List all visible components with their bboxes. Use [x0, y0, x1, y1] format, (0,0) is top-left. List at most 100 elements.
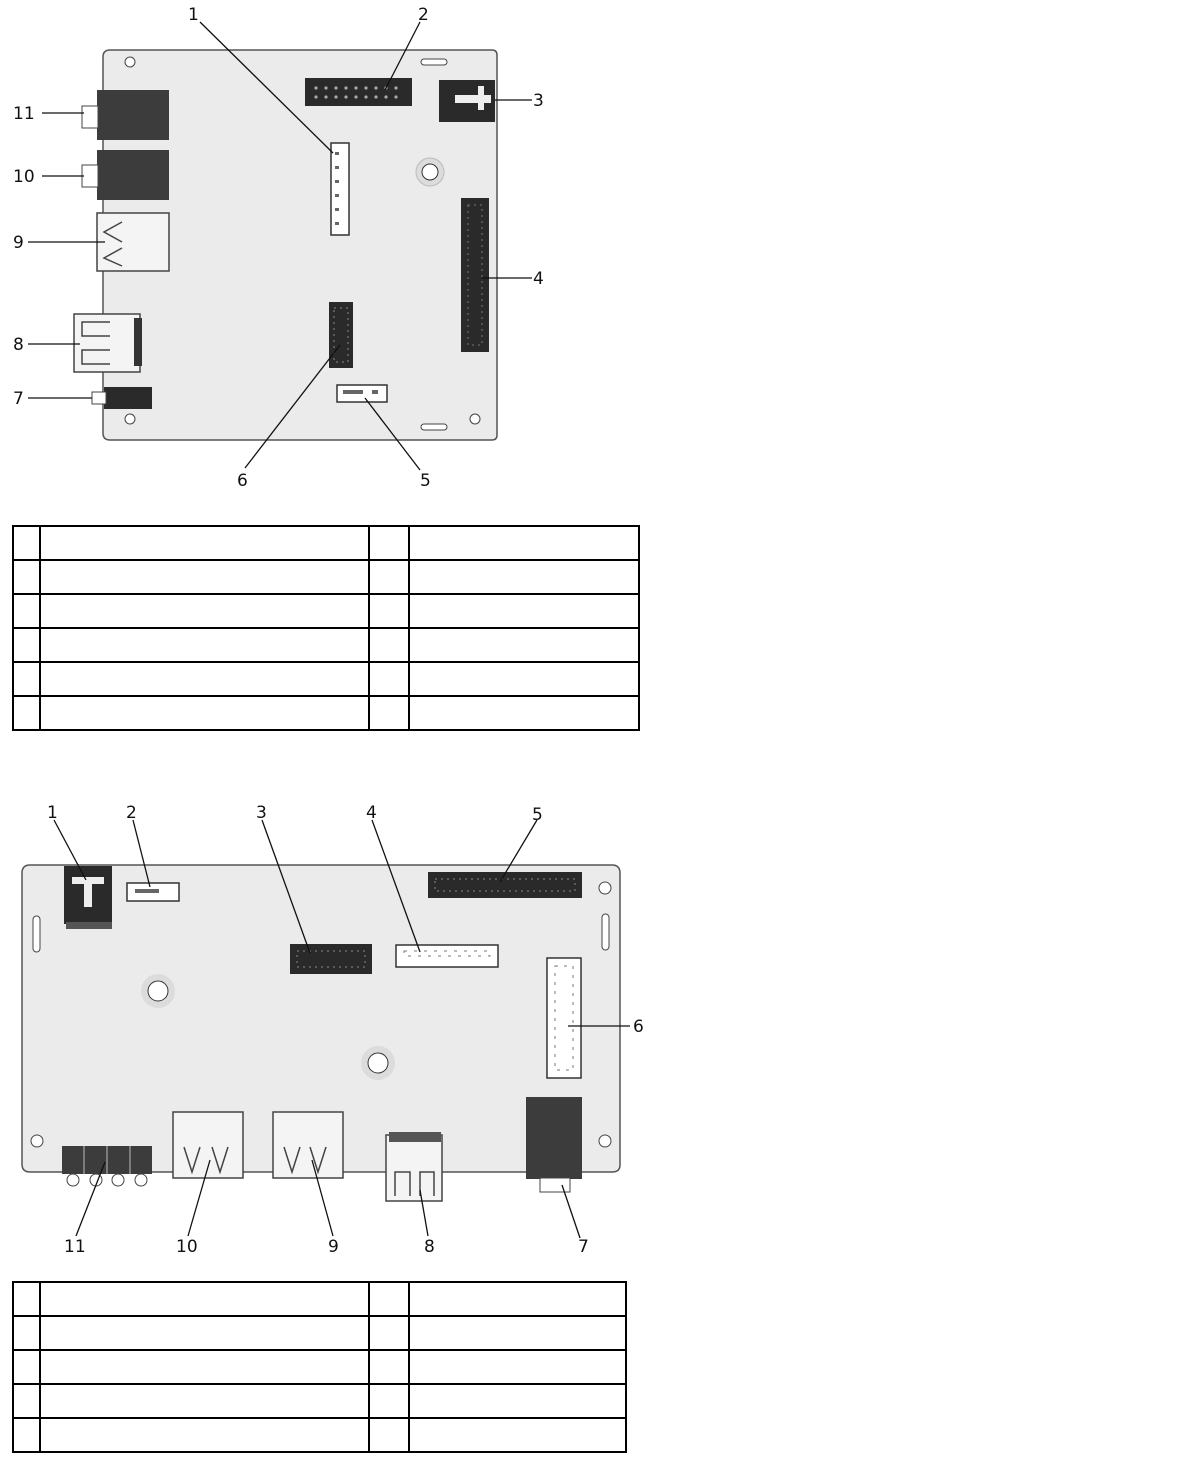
callout-labels: 1 2 3 4 5 6 7 8 9 10 11 [13, 5, 544, 491]
table-row [12, 1383, 627, 1419]
table-row [12, 1315, 627, 1351]
mounting-hole [469, 413, 481, 425]
table-cell [12, 593, 41, 629]
mounting-hole [30, 1134, 44, 1148]
table-cell [39, 1281, 370, 1317]
callout-1: 1 [47, 803, 58, 823]
table-cell [368, 525, 410, 561]
mounting-hole [124, 56, 136, 68]
slot [601, 913, 610, 951]
table-cell [368, 1349, 410, 1385]
table-cell [39, 525, 370, 561]
callout-2: 2 [418, 5, 429, 25]
callout-labels: 1 2 3 4 5 6 7 8 9 10 11 [47, 803, 644, 1257]
table-row [12, 695, 640, 731]
table-cell [368, 559, 410, 595]
table-cell [408, 1315, 627, 1351]
table-cell [368, 593, 410, 629]
slot [420, 423, 448, 431]
table-cell [368, 627, 410, 663]
audio-jack [526, 1097, 582, 1193]
table-cell [39, 1383, 370, 1419]
table-cell [408, 525, 640, 561]
callout-3: 3 [256, 803, 267, 823]
callout-10: 10 [13, 167, 35, 187]
table-cell [39, 1417, 370, 1453]
standoff-hole [367, 1052, 389, 1074]
callout-8: 8 [13, 335, 24, 355]
table-cell [12, 695, 41, 731]
white-connector-small [336, 384, 388, 403]
table-row [12, 1281, 627, 1317]
audio-jack-10 [81, 150, 169, 200]
table-cell [408, 1417, 627, 1453]
callout-11: 11 [64, 1237, 86, 1257]
callout-9: 9 [328, 1237, 339, 1257]
callout-11: 11 [13, 104, 35, 124]
mounting-hole [124, 413, 136, 425]
white-header-vertical [546, 957, 582, 1079]
table-cell [39, 593, 370, 629]
legend-table-2 [12, 1281, 627, 1453]
callout-2: 2 [126, 803, 137, 823]
table-cell [12, 627, 41, 663]
table-row [12, 593, 640, 629]
callout-10: 10 [176, 1237, 198, 1257]
table-cell [12, 1315, 41, 1351]
mounting-hole [598, 1134, 612, 1148]
callout-5: 5 [420, 471, 431, 491]
callout-6: 6 [237, 471, 248, 491]
table-row [12, 627, 640, 663]
table-cell [408, 695, 640, 731]
table-cell [368, 1281, 410, 1317]
circuit-board [102, 49, 498, 441]
table-cell [12, 1281, 41, 1317]
callout-9: 9 [13, 233, 24, 253]
table-row [12, 525, 640, 561]
table-cell [408, 1281, 627, 1317]
table-row [12, 559, 640, 595]
table-cell [368, 1383, 410, 1419]
table-cell [39, 661, 370, 697]
usb-port-9 [96, 212, 170, 272]
table-cell [408, 1349, 627, 1385]
callout-1: 1 [188, 5, 199, 25]
table-cell [368, 661, 410, 697]
table-cell [408, 661, 640, 697]
table-cell [39, 559, 370, 595]
led-indicators [62, 1146, 152, 1187]
slot [32, 915, 41, 953]
io-board-diagram-2: 1 2 3 4 5 6 7 8 9 10 11 [21, 803, 644, 1257]
callout-7: 7 [13, 389, 24, 409]
table-cell [12, 1383, 41, 1419]
white-connector-small [126, 882, 180, 902]
table-cell [12, 1349, 41, 1385]
table-row [12, 1417, 627, 1453]
callout-7: 7 [578, 1237, 589, 1257]
callout-3: 3 [533, 91, 544, 111]
standoff-hole [421, 163, 439, 181]
callout-lines [53, 819, 630, 1239]
table-cell [408, 1383, 627, 1419]
callout-8: 8 [424, 1237, 435, 1257]
callout-lines [28, 21, 532, 471]
table-cell [39, 627, 370, 663]
table-row [12, 661, 640, 697]
long-header-connector [461, 198, 489, 352]
table-cell [408, 593, 640, 629]
legend-table-1 [12, 525, 640, 731]
callout-4: 4 [366, 803, 377, 823]
table-cell [39, 695, 370, 731]
table-cell [12, 559, 41, 595]
white-header-horizontal [395, 944, 499, 968]
ieee1394-port-8 [73, 313, 142, 373]
mounting-hole [598, 881, 612, 895]
callout-4: 4 [533, 269, 544, 289]
table-cell [12, 525, 41, 561]
callout-6: 6 [633, 1017, 644, 1037]
led-jack-7 [91, 387, 152, 409]
table-cell [39, 1315, 370, 1351]
small-header-connector [290, 944, 372, 974]
standoff-hole [147, 980, 169, 1002]
table-cell [408, 559, 640, 595]
